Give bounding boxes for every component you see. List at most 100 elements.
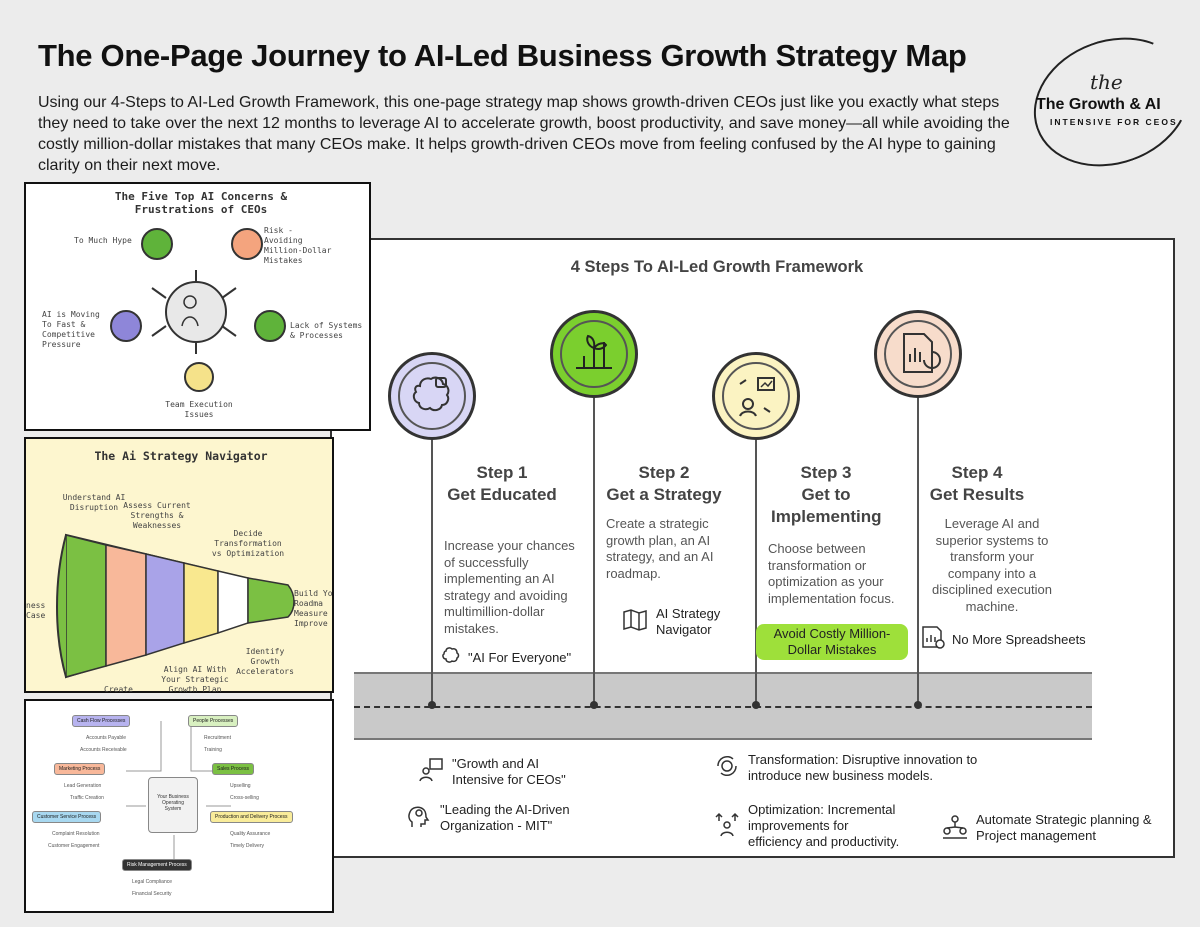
step4-heading: Step 4 Get Results — [912, 462, 1042, 506]
concern-team-label: Team Execution Issues — [165, 400, 233, 419]
step1-name: Get Educated — [447, 485, 557, 504]
step3-circle — [712, 352, 800, 440]
step1-pole — [431, 430, 433, 706]
operating-system-panel: Your Business Operating System Cash Flow… — [24, 699, 334, 913]
head-gears-icon — [406, 803, 432, 834]
os-item-quality-assurance: Quality Assurance — [230, 831, 271, 837]
step3-number: Step 3 — [800, 463, 852, 482]
step4-pole — [917, 390, 919, 706]
step4-text: Leverage AI and superior systems to tran… — [932, 516, 1052, 614]
nav-label-align: Align AI With Your Strategic Growth Plan — [161, 665, 229, 694]
os-item-lead-generation: Lead Generation — [64, 783, 102, 789]
nav-label-business-case: ness Case — [26, 601, 46, 620]
intro-paragraph: Using our 4-Steps to AI-Led Growth Frame… — [38, 94, 1010, 174]
os-item-financial-security: Financial Security — [132, 891, 172, 897]
automation-note: Automate Strategic planning & Project ma… — [942, 812, 1162, 844]
os-item-traffic-creation: Traffic Creation — [70, 795, 104, 801]
framework-panel: 4 Steps To AI-Led Growth Framework Step … — [330, 238, 1175, 858]
step3-pole — [755, 435, 757, 706]
optimization-note-label: Optimization: Incremental improvements f… — [748, 802, 900, 849]
optimization-note: Optimization: Incremental improvements f… — [714, 802, 904, 850]
concern-hype-label: To Much Hype — [74, 236, 132, 245]
transformation-note-label: Transformation: Disruptive innovation to… — [748, 752, 978, 783]
step3-item: Avoid Costly Million-Dollar Mistakes — [756, 624, 908, 660]
step3-heading: Step 3 Get to Implementing — [756, 462, 896, 528]
step4-item: No More Spreadsheets — [920, 624, 1086, 655]
step3-dot — [752, 701, 760, 709]
os-box-production: Production and Delivery Process — [210, 811, 293, 823]
step3-name: Get to Implementing — [771, 485, 882, 526]
os-item-legal-compliance: Legal Compliance — [132, 879, 173, 885]
resource-mit: "Leading the AI-Driven Organization - MI… — [406, 802, 586, 834]
road-dash — [354, 706, 1092, 708]
presentation-icon — [722, 362, 790, 430]
step2-heading: Step 2 Get a Strategy — [594, 462, 734, 506]
os-item-customer-engagement: Customer Engagement — [48, 843, 100, 849]
step3-item-label: Avoid Costly Million-Dollar Mistakes — [756, 624, 908, 660]
framework-title: 4 Steps To AI-Led Growth Framework — [570, 258, 864, 276]
os-item-accounts-payable: Accounts Payable — [86, 735, 127, 741]
brain-chip-icon — [398, 362, 466, 430]
os-center: Your Business Operating System — [148, 777, 198, 833]
os-box-sales: Sales Process — [212, 763, 254, 775]
os-item-timely-delivery: Timely Delivery — [230, 843, 264, 849]
step1-item: "AI For Everyone" — [440, 644, 571, 671]
growth-plant-icon — [560, 320, 628, 388]
logo-main: The Growth & AI — [1036, 96, 1161, 113]
step1-circle — [388, 352, 476, 440]
step1-text: Increase your chances of successfully im… — [444, 538, 575, 636]
speed-node-icon — [110, 310, 142, 342]
os-box-marketing-title: Marketing Process — [59, 766, 101, 772]
step1-number: Step 1 — [476, 463, 528, 482]
os-box-people: People Processes — [188, 715, 239, 727]
os-box-customer-service: Customer Service Process — [32, 811, 102, 823]
concern-speed-label: AI is Moving To Fast & Competitive Press… — [42, 310, 100, 349]
logo-the: the — [1090, 70, 1123, 94]
spreadsheet-icon — [920, 624, 946, 655]
person-arrows-icon — [714, 811, 740, 842]
nav-label-roadmap: Build Yo Roadma Measure Improve — [294, 589, 333, 628]
os-box-customer-service-title: Customer Service Process — [37, 814, 97, 820]
presenter-icon — [418, 757, 444, 788]
navigator-title: The Ai Strategy Navigator — [94, 449, 268, 463]
page-title: The One-Page Journey to AI-Led Business … — [38, 38, 967, 73]
os-box-cash-flow-title: Cash Flow Processes — [77, 718, 126, 724]
navigator-panel: The Ai Strategy Navigator Understand AI … — [24, 437, 334, 694]
document-chart-icon — [884, 320, 952, 388]
os-center-label: Your Business Operating System — [157, 794, 189, 812]
os-box-people-title: People Processes — [193, 718, 234, 724]
step4-item-label: No More Spreadsheets — [952, 631, 1086, 647]
logo-sub: INTENSIVE FOR CEOS — [1050, 117, 1178, 127]
step1-item-label: "AI For Everyone" — [468, 649, 572, 665]
os-box-marketing: Marketing Process — [54, 763, 106, 775]
resource-mit-label: "Leading the AI-Driven Organization - MI… — [440, 802, 570, 833]
nav-label-create: Create — [104, 685, 133, 694]
os-box-cash-flow: Cash Flow Processes — [72, 715, 131, 727]
step2-pole — [593, 390, 595, 706]
step2-circle — [550, 310, 638, 398]
nav-label-decide: Decide Transformation vs Optimization — [211, 529, 285, 558]
concerns-diagram — [151, 270, 237, 354]
step2-item: AI Strategy Navigator — [622, 606, 728, 638]
os-item-upselling: Upselling — [230, 783, 251, 789]
step1-heading: Step 1 Get Educated — [432, 462, 572, 506]
step4-circle — [874, 310, 962, 398]
step4-number: Step 4 — [951, 463, 1003, 482]
team-node-icon — [184, 362, 214, 392]
concern-risk-label: Risk - Avoiding Million-Dollar Mistakes — [264, 226, 332, 265]
step2-dot — [590, 701, 598, 709]
resource-growth-ai-label: "Growth and AI Intensive for CEOs" — [452, 756, 566, 787]
os-item-accounts-receivable: Accounts Receivable — [80, 747, 127, 753]
automation-note-label: Automate Strategic planning & Project ma… — [976, 812, 1152, 843]
hype-node-icon — [141, 228, 173, 260]
growth-ai-logo: the The Growth & AI INTENSIVE FOR CEOS — [1015, 16, 1200, 188]
map-icon — [622, 607, 648, 638]
systems-node-icon — [254, 310, 286, 342]
transformation-note: Transformation: Disruptive innovation to… — [714, 752, 1004, 784]
step2-number: Step 2 — [638, 463, 690, 482]
os-box-risk: Risk Management Process — [122, 859, 192, 871]
os-item-training: Training — [204, 747, 222, 753]
step4-dot — [914, 701, 922, 709]
navigator-funnel — [56, 533, 295, 679]
nav-label-assess: Assess Current Strengths & Weaknesses — [123, 501, 191, 530]
